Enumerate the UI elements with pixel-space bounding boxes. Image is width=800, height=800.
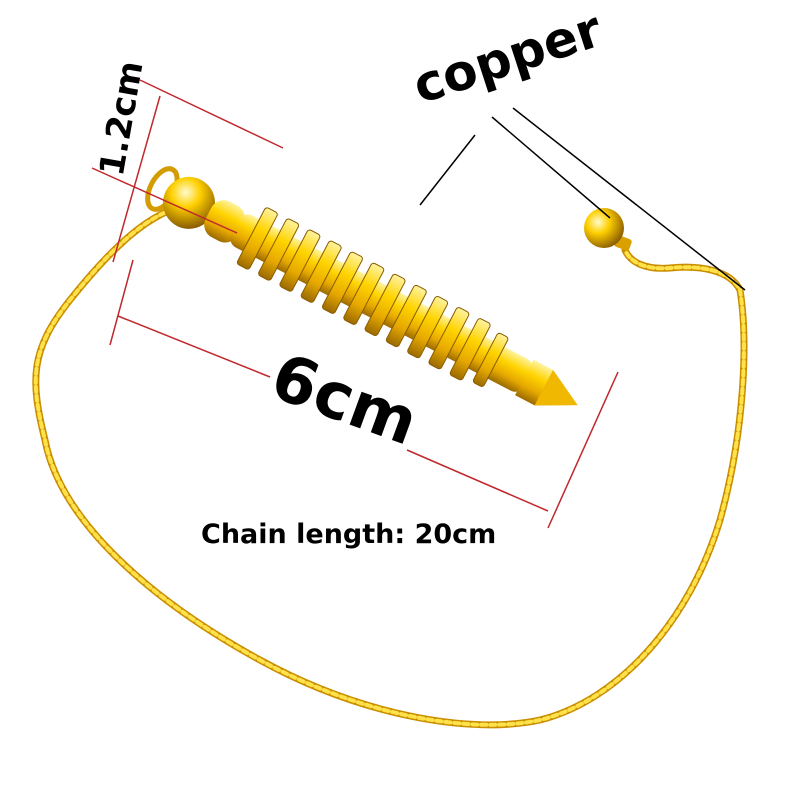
pendulum: [145, 166, 578, 406]
chain-links: [33, 203, 746, 727]
chain-length-label: Chain length: 20cm: [201, 519, 497, 550]
bead: [584, 208, 632, 251]
copper-callout-lines: [419, 107, 746, 291]
dimension-lines: [91, 79, 619, 529]
